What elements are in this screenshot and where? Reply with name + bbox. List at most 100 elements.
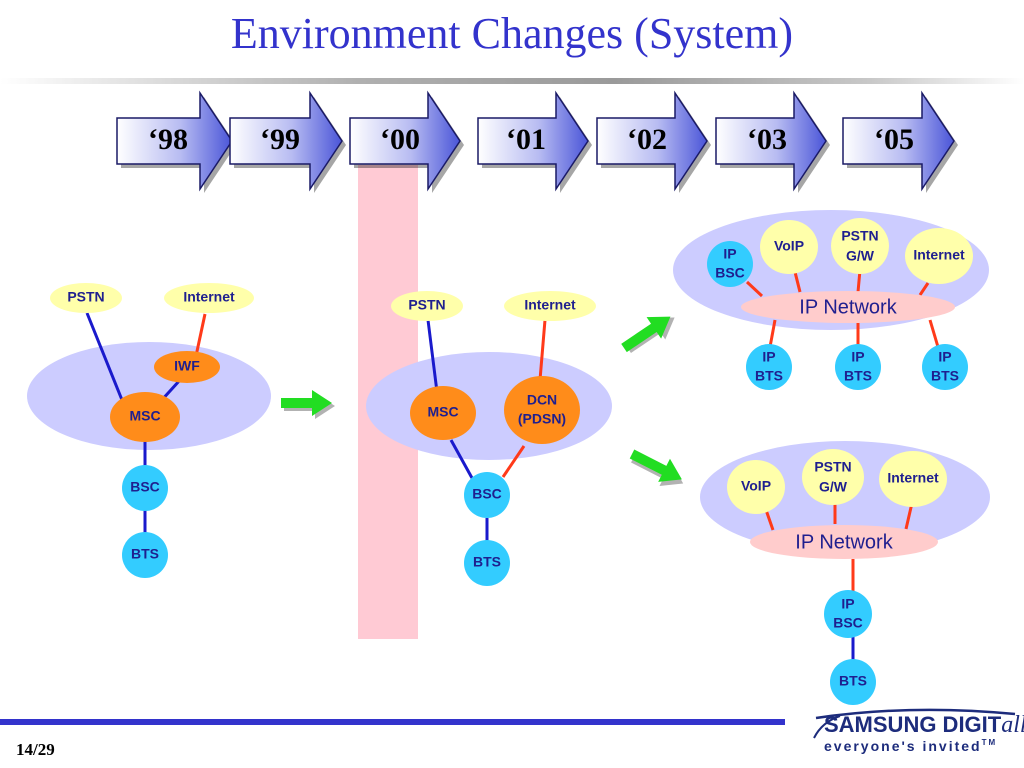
internet-node [905,228,973,284]
pstn-gw-node [802,449,864,505]
link-pstn-msc [426,319,439,393]
ip-bts-node-2 [835,344,881,390]
title-divider [0,78,1024,84]
link-ipbsc-ipnetwork [745,280,764,298]
timeline-label-03: ‘03 [747,123,787,156]
ip-bsc-node [707,241,753,287]
dcn-pdsn-node [504,376,580,444]
bts-node [464,540,510,586]
link-internet-ipnetwork [904,502,914,530]
dcn-label: DCN [527,392,557,408]
ip-bsc-label-line1: IP [723,246,736,262]
ip-bsc-node [824,590,872,638]
ip-network-label: IP Network [795,531,893,553]
timeline-arrow-02: ‘02 [596,90,711,193]
ip-bts-3-label-line2: BTS [931,368,959,384]
msc-label: MSC [427,404,458,420]
timeline-label-02: ‘02 [627,123,667,156]
voip-label: VoIP [741,478,771,494]
link-internet-iwf [194,313,207,357]
bsc-node [122,465,168,511]
internet-node [879,451,947,507]
bts-label: BTS [839,673,867,689]
internet-label: Internet [524,297,576,313]
ip-bsc-label-line2: BSC [833,615,863,631]
page-title: Environment Changes (System) [230,9,794,58]
timeline-arrow-05: ‘05 [842,90,958,193]
transition-arrow-1 [281,390,335,419]
ip-bts-3-label-line1: IP [938,349,951,365]
bsc-label: BSC [472,486,502,502]
internet-node [164,283,254,313]
transition-arrow-2 [621,316,675,353]
timeline-label-00: ‘00 [380,123,420,156]
pstn-label: PSTN [408,297,445,313]
bsc-node [464,472,510,518]
msc-node [410,386,476,440]
voip-label: VoIP [774,238,804,254]
ip-bsc-label-line2: BSC [715,265,745,281]
pstn-gw-node [831,218,889,274]
diagram-all-ip-bsc-network: VoIP PSTN G/W Internet IP Network IP BSC… [700,441,990,705]
pstn-gw-label-line1: PSTN [841,228,878,244]
diagram-all-ip-network: IP BSC VoIP PSTN G/W Internet IP Network… [673,210,989,390]
pdsn-label: (PDSN) [518,411,566,427]
logo-wordmark: SAMSUNG DIGITall [824,712,1024,739]
voip-node [727,460,785,514]
ip-bts-1-label-line1: IP [762,349,775,365]
page-number: 14/29 [16,740,55,759]
bts-node [122,532,168,578]
ip-bts-2-label-line1: IP [851,349,864,365]
internet-label: Internet [913,247,965,263]
ip-network-label: IP Network [799,296,897,318]
timeline: ‘98 ‘99 ‘00 ‘01 ‘02 ‘03 [116,90,958,193]
diagram-circuit-network: PSTN Internet IWF MSC BSC BTS [27,283,271,578]
ip-network-node [750,525,938,559]
ip-bts-1-label-line2: BTS [755,368,783,384]
diagram-packet-network: PSTN Internet MSC DCN (PDSN) BSC BTS [366,291,612,586]
link-internet-ipnetwork [918,282,930,296]
link-internet-dcn [538,319,547,381]
bts-label: BTS [473,554,501,570]
internet-node [504,291,596,321]
bsc-label: BSC [130,479,160,495]
ip-network-node [741,291,955,323]
pstn-node [391,291,463,321]
iwf-node [154,351,220,383]
msc-node [110,392,180,442]
link-dcn-bsc [501,445,526,478]
footer-divider [0,719,785,725]
logo-trademark: TM [981,738,998,747]
bts-node [830,659,876,705]
link-msc-bsc [449,439,474,479]
timeline-label-01: ‘01 [506,123,546,156]
logo-main-text: SAMSUNG DIGIT [824,712,1002,737]
msc-label: MSC [129,408,160,424]
timeline-arrow-99: ‘99 [229,90,346,193]
pstn-label: PSTN [67,289,104,305]
samsung-logo: SAMSUNG DIGITall everyone's invitedTM [810,708,1024,764]
timeline-arrow-03: ‘03 [715,90,830,193]
pstn-gw-label-line2: G/W [819,479,848,495]
pstn-node [50,283,122,313]
transition-arrow-3 [629,449,684,486]
bts-label: BTS [131,546,159,562]
logo-all-text: all [1001,712,1024,738]
logo-tagline-text: everyone's invited [824,738,982,754]
link-ipnetwork-ipbts-1 [768,319,777,348]
ip-bts-2-label-line2: BTS [844,368,872,384]
iwf-label: IWF [174,358,200,374]
timeline-arrow-00: ‘00 [349,90,464,193]
internet-label: Internet [887,470,939,486]
timeline-label-99: ‘99 [260,123,300,156]
timeline-label-98: ‘98 [148,123,188,156]
logo-tagline: everyone's invitedTM [824,738,997,754]
voip-node [760,220,818,274]
link-pstn-msc [85,312,124,401]
ip-bsc-label-line1: IP [841,596,854,612]
logo-swoosh-icon [813,708,1016,739]
pstn-gw-label-line2: G/W [846,248,875,264]
internet-label: Internet [183,289,235,305]
ip-bts-node-1 [746,344,792,390]
